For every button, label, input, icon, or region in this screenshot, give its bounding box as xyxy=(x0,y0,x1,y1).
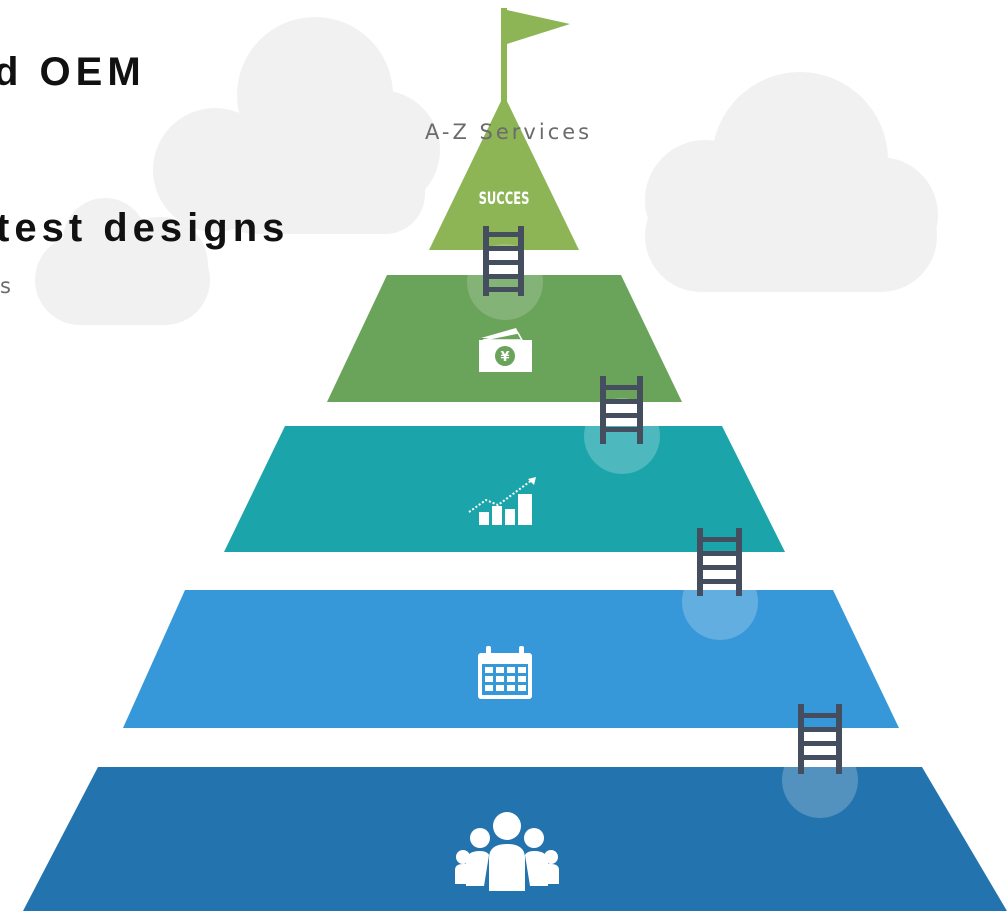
people-group-icon xyxy=(455,812,559,891)
pyramid-peak xyxy=(429,95,579,250)
tier-growth xyxy=(224,426,785,552)
subheading-designs: s xyxy=(0,274,14,298)
ladder-4 xyxy=(798,704,842,774)
heading-oem: d OEM xyxy=(0,50,146,94)
money-envelope-icon: ¥ xyxy=(479,328,532,372)
ladder-base-glow xyxy=(467,244,543,320)
svg-text:¥: ¥ xyxy=(500,350,509,365)
tier-team xyxy=(23,767,1007,911)
calendar-icon xyxy=(478,646,532,699)
ladder-1 xyxy=(483,226,524,296)
subheading-services: A-Z Services xyxy=(425,120,593,144)
peak-label: SUCCES xyxy=(479,190,530,209)
growth-chart-icon xyxy=(468,477,536,525)
cloud-small xyxy=(35,198,210,325)
ladder-2 xyxy=(600,376,643,444)
cloud-left xyxy=(153,17,440,234)
ladder-3 xyxy=(697,528,742,596)
summit-flag xyxy=(501,8,570,108)
heading-designs: test designs xyxy=(0,206,290,250)
ladder-base-glow xyxy=(682,564,758,640)
ladder-base-glow xyxy=(782,742,858,818)
cloud-right xyxy=(645,72,938,292)
ladder-base-glow xyxy=(584,398,660,474)
